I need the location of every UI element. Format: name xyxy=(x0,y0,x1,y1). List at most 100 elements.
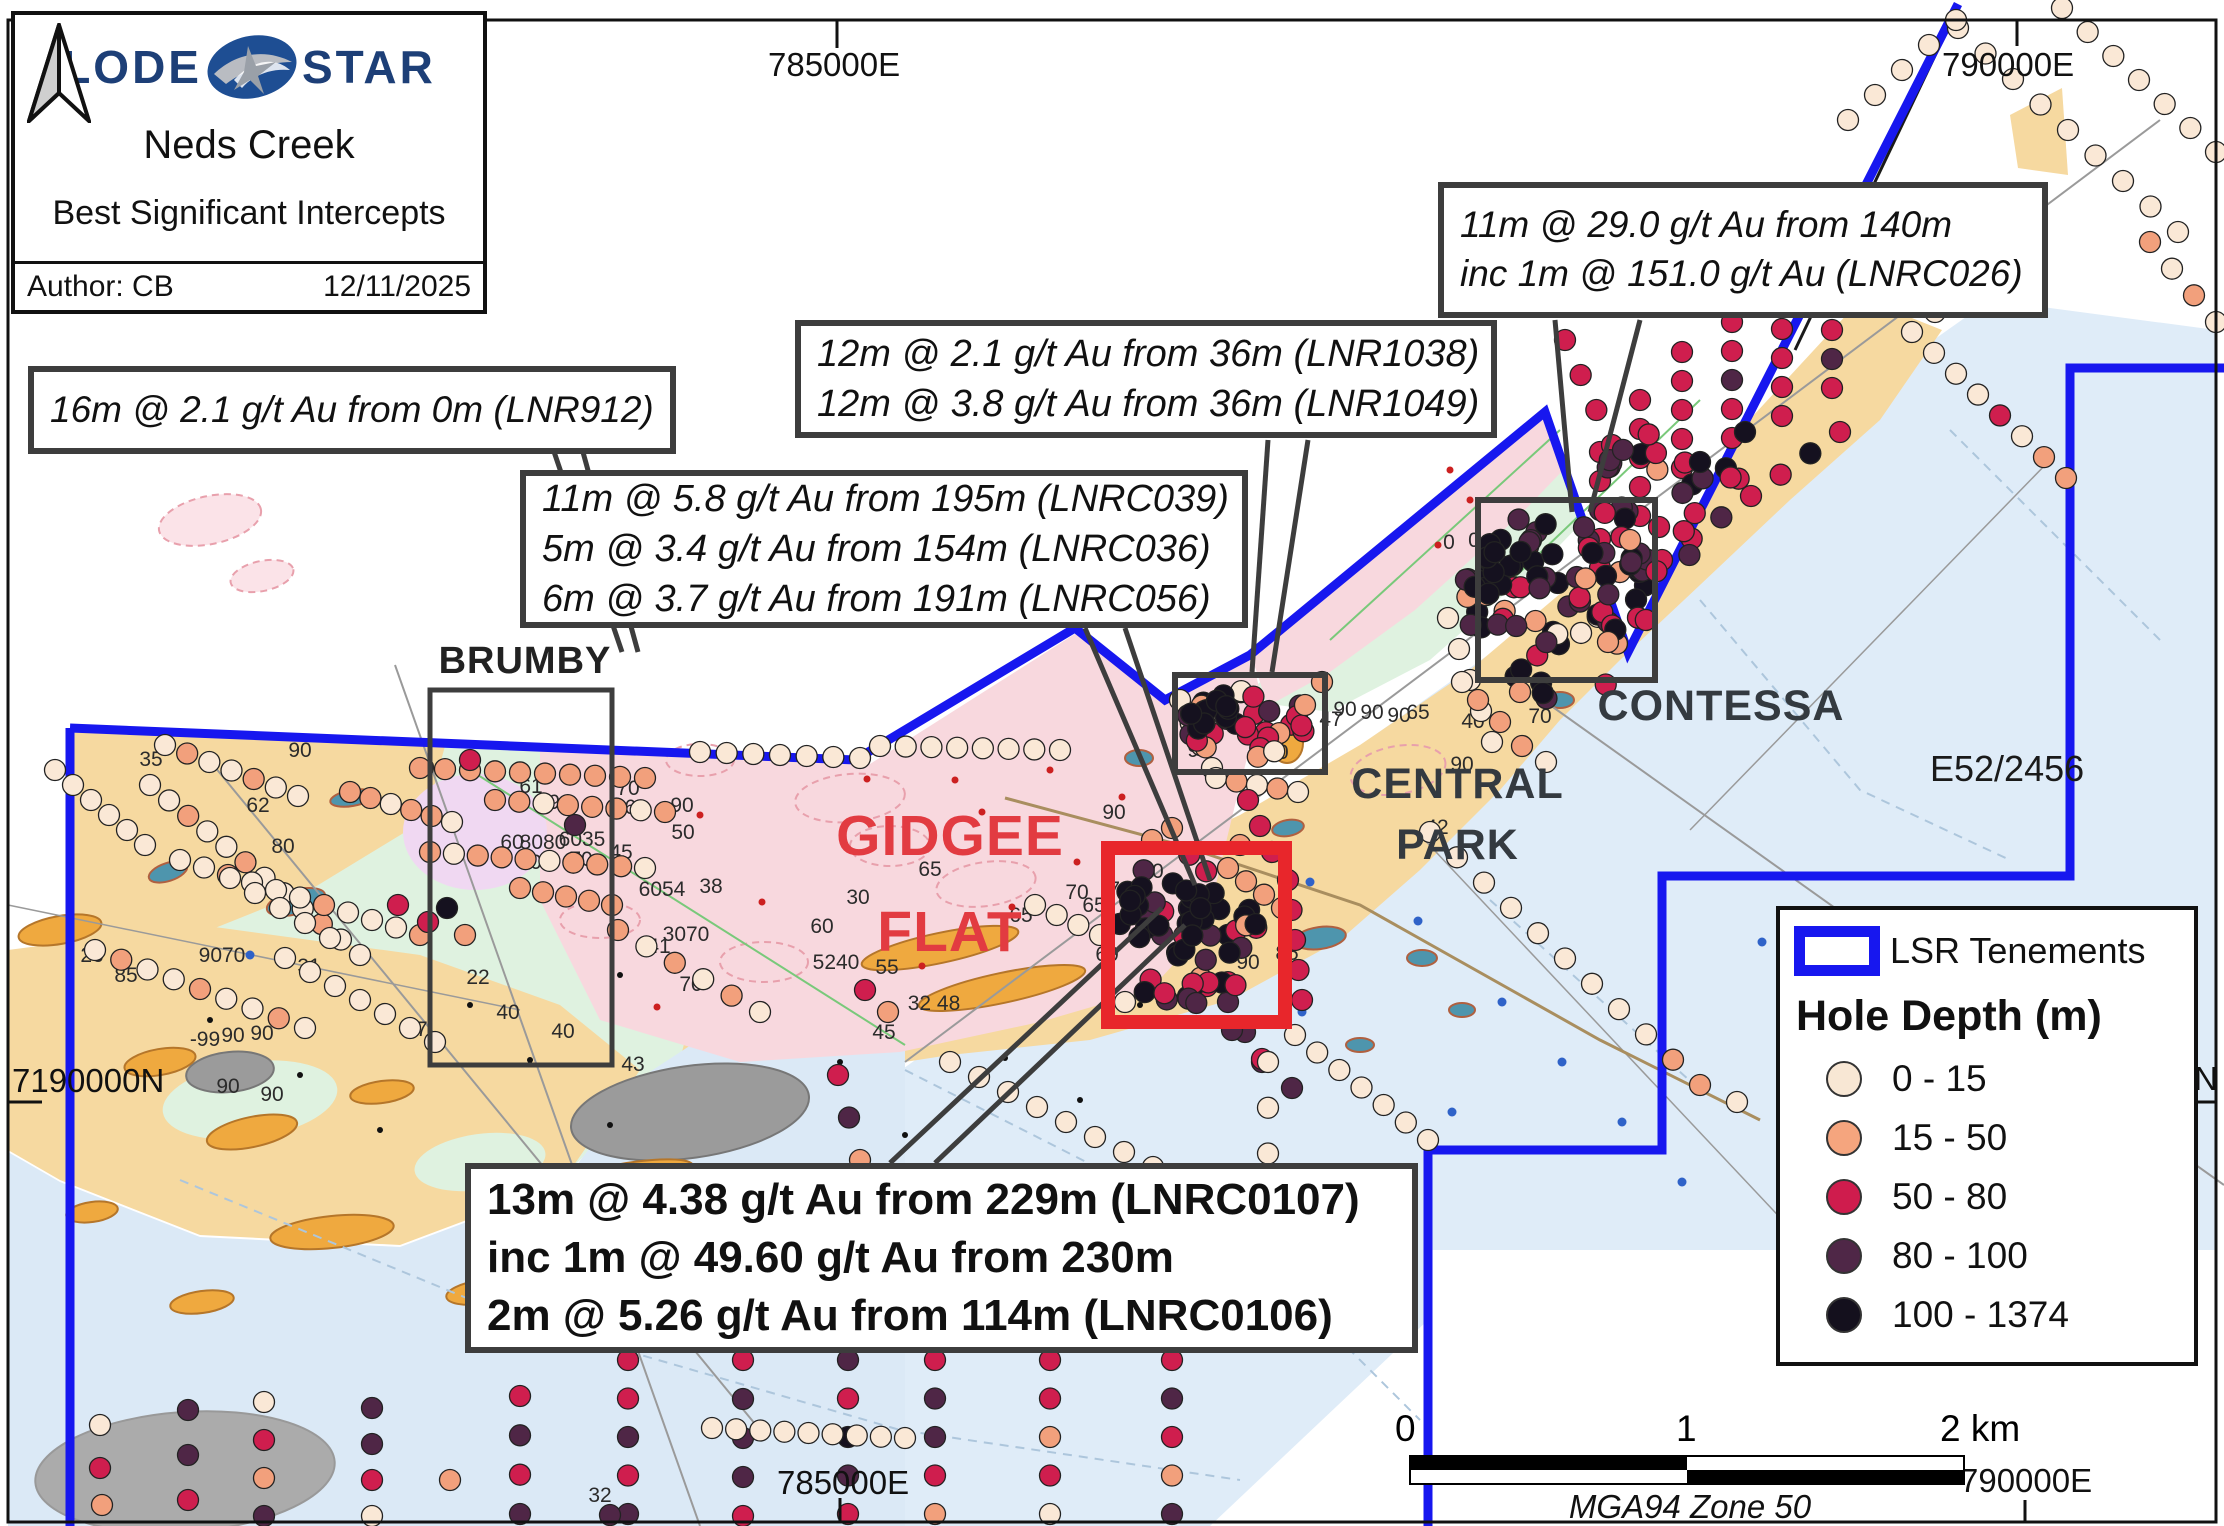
svg-text:70: 70 xyxy=(1065,881,1088,904)
svg-text:35: 35 xyxy=(139,748,162,771)
depth-dot-icon xyxy=(1826,1237,1862,1274)
date-label: 12/11/2025 xyxy=(323,270,471,303)
depth-dot-icon xyxy=(1826,1296,1862,1333)
svg-text:90: 90 xyxy=(1333,698,1356,721)
depth-dot-icon xyxy=(1826,1060,1862,1097)
logo-text-lode: LODE xyxy=(62,41,202,93)
title-block-footer: Author: CB 12/11/2025 xyxy=(15,261,483,310)
svg-text:90: 90 xyxy=(1360,701,1383,724)
legend-row: 0 - 15 xyxy=(1794,1049,2180,1108)
logo-row: LODE STAR xyxy=(15,15,483,123)
legend-tenement-label: LSR Tenements xyxy=(1890,930,2146,971)
callout-lnr912: 16m @ 2.1 g/t Au from 0m (LNR912) xyxy=(28,366,676,454)
svg-text:0: 0 xyxy=(1443,531,1455,554)
svg-text:6054: 6054 xyxy=(639,878,686,901)
svg-text:45: 45 xyxy=(872,1021,895,1044)
annotation-box xyxy=(1475,497,1658,683)
author-label: Author: CB xyxy=(27,270,174,303)
coord-top-790000e: 790000E xyxy=(1942,46,2075,83)
annotation-box xyxy=(427,687,615,1068)
svg-text:65: 65 xyxy=(1082,894,1105,917)
callout-lnrc026: 11m @ 29.0 g/t Au from 140m inc 1m @ 151… xyxy=(1438,182,2048,318)
svg-text:5240: 5240 xyxy=(813,951,860,974)
legend-depth-title: Hole Depth (m) xyxy=(1796,992,2102,1040)
annotation-box xyxy=(1101,841,1292,1029)
svg-text:3070: 3070 xyxy=(663,923,710,946)
depth-dot-icon xyxy=(1826,1119,1862,1156)
geology-region xyxy=(2010,88,2068,175)
svg-text:90: 90 xyxy=(1102,801,1125,824)
label-central-park: CENTRAL PARK xyxy=(1351,760,1564,869)
scalebar xyxy=(1409,1455,1965,1485)
svg-text:90: 90 xyxy=(216,1075,239,1098)
callout-leader-line xyxy=(1587,319,1643,513)
legend-row: 50 - 80 xyxy=(1794,1167,2180,1226)
svg-text:80: 80 xyxy=(271,835,294,858)
callout-lnr1038: 12m @ 2.1 g/t Au from 36m (LNR1038) 12m … xyxy=(795,320,1497,438)
svg-text:90: 90 xyxy=(670,794,693,817)
svg-text:60: 60 xyxy=(810,915,833,938)
callout-leader-line xyxy=(1552,319,1575,513)
map-frame xyxy=(6,18,2218,1524)
svg-text:40: 40 xyxy=(496,1001,519,1024)
callout-lnrc0107: 13m @ 4.38 g/t Au from 229m (LNRC0107) i… xyxy=(465,1163,1418,1353)
scalebar-2km: 2 km xyxy=(1940,1408,2021,1449)
project-title: Neds Creek xyxy=(143,123,355,167)
logo-text-star: STAR xyxy=(301,41,436,93)
svg-text:40: 40 xyxy=(551,1020,574,1043)
legend-row: 100 - 1374 xyxy=(1794,1285,2180,1344)
coord-right-n: N xyxy=(2194,1060,2218,1097)
svg-text:90: 90 xyxy=(1387,704,1410,727)
coord-bottom-785000e: 785000E xyxy=(777,1464,910,1501)
svg-text:22: 22 xyxy=(466,966,489,989)
svg-text:62: 62 xyxy=(246,794,269,817)
drill-holes xyxy=(43,0,2224,1526)
tenement-swatch-icon xyxy=(1794,926,1880,976)
svg-text:32: 32 xyxy=(588,1484,611,1507)
scalebar-0: 0 xyxy=(1395,1408,1416,1449)
svg-text:90: 90 xyxy=(260,1083,283,1106)
legend: LSR Tenements Hole Depth (m) 0 - 15 15 -… xyxy=(1776,906,2198,1366)
title-block: LODE STAR Neds Creek Best Significant In… xyxy=(11,11,487,314)
scalebar-1: 1 xyxy=(1676,1408,1697,1449)
svg-text:38: 38 xyxy=(699,875,722,898)
project-subtitle: Best Significant Intercepts xyxy=(52,194,446,232)
label-contessa: CONTESSA xyxy=(1597,682,1845,730)
svg-text:70: 70 xyxy=(1528,705,1551,728)
annotation-box xyxy=(1172,672,1328,775)
svg-text:30: 30 xyxy=(846,886,869,909)
svg-text:50: 50 xyxy=(671,821,694,844)
svg-text:65: 65 xyxy=(918,858,941,881)
callout-lnrc039: 11m @ 5.8 g/t Au from 195m (LNRC039) 5m … xyxy=(520,470,1248,628)
legend-row: 15 - 50 xyxy=(1794,1108,2180,1167)
callout-leader-line xyxy=(888,906,1164,1165)
svg-text:90: 90 xyxy=(221,1024,244,1047)
scalebar-datum: MGA94 Zone 50 xyxy=(1568,1488,1812,1525)
coord-bottom-790000e: 790000E xyxy=(1960,1462,2093,1499)
legend-row: 80 - 100 xyxy=(1794,1226,2180,1285)
lodestar-logo-icon xyxy=(207,35,297,99)
svg-text:0: 0 xyxy=(1468,529,1480,552)
coord-left-7190000n: 7190000N xyxy=(12,1062,165,1099)
callout-leader-line xyxy=(1269,439,1311,673)
coord-top-785000e: 785000E xyxy=(768,46,901,83)
label-tenement-id: E52/2456 xyxy=(1930,748,2085,789)
svg-text:9070: 9070 xyxy=(199,944,246,967)
legend-tenement-row: LSR Tenements xyxy=(1794,926,2180,976)
svg-text:90: 90 xyxy=(288,739,311,762)
svg-text:90: 90 xyxy=(250,1022,273,1045)
svg-text:43: 43 xyxy=(621,1053,644,1076)
svg-text:8080: 8080 xyxy=(520,831,567,854)
callout-leader-line xyxy=(933,923,1187,1165)
svg-text:-99: -99 xyxy=(190,1028,220,1051)
svg-text:55: 55 xyxy=(875,956,898,979)
svg-text:90: 90 xyxy=(1450,753,1473,776)
svg-text:65: 65 xyxy=(1406,701,1429,724)
geology-region xyxy=(540,632,1262,1062)
callout-leader-line xyxy=(1122,627,1213,881)
label-brumby: BRUMBY xyxy=(438,640,612,682)
north-arrow-icon xyxy=(27,23,91,123)
callout-leader-line xyxy=(1249,439,1271,673)
svg-text:32 48: 32 48 xyxy=(908,992,961,1015)
depth-dot-icon xyxy=(1826,1178,1862,1215)
